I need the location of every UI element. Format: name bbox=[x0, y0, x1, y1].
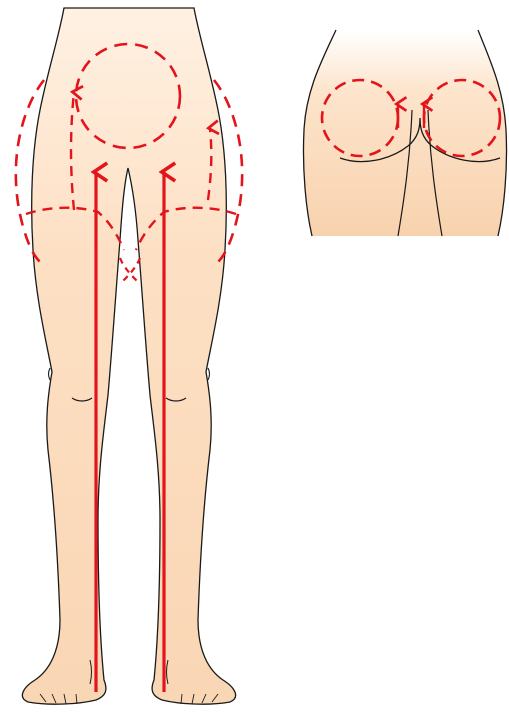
right-knee-side bbox=[208, 368, 210, 380]
groin-cross-dash bbox=[120, 258, 140, 282]
buttocks-figure bbox=[303, 30, 506, 236]
front-legs-figure bbox=[22, 8, 235, 704]
buttocks-skin bbox=[303, 30, 506, 236]
legs-skin bbox=[22, 8, 235, 704]
left-knee-side bbox=[49, 368, 51, 380]
